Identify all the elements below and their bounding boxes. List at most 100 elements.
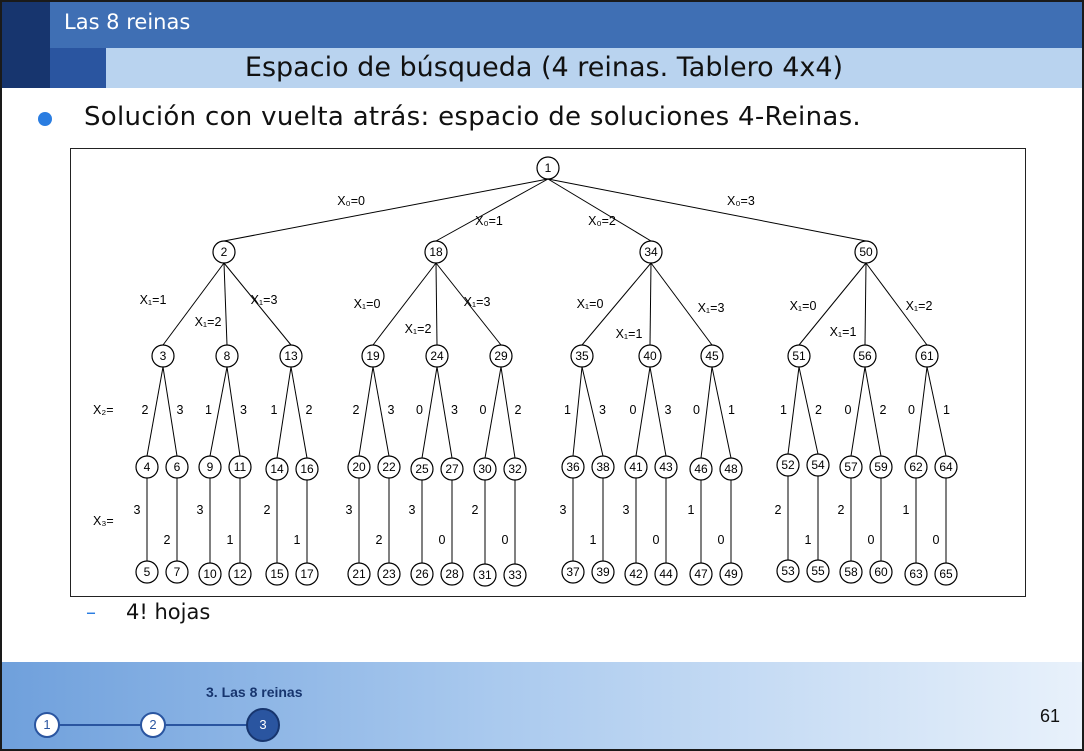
node-label: 58 bbox=[844, 565, 858, 579]
tree-edge bbox=[650, 262, 713, 346]
tree-node: 31 bbox=[473, 563, 497, 587]
node-circle bbox=[165, 455, 189, 479]
node-label: 63 bbox=[909, 567, 923, 581]
tree-node: 42 bbox=[624, 562, 648, 586]
edge-label: 0 bbox=[718, 533, 725, 547]
node-circle bbox=[536, 156, 560, 180]
tree-edge bbox=[864, 262, 867, 346]
node-circle bbox=[561, 455, 585, 479]
edge-label: X₁=1 bbox=[616, 327, 643, 341]
node-label: 34 bbox=[644, 245, 658, 259]
tree-node: 17 bbox=[295, 562, 319, 586]
node-circle bbox=[853, 344, 877, 368]
tree-node: 34 bbox=[639, 240, 663, 264]
node-circle bbox=[638, 344, 662, 368]
node-label: 61 bbox=[920, 349, 934, 363]
node-circle bbox=[839, 455, 863, 479]
edge-label: 0 bbox=[480, 403, 487, 417]
tree-edge bbox=[223, 178, 549, 242]
node-label: 19 bbox=[366, 349, 380, 363]
tree-node: 15 bbox=[265, 562, 289, 586]
tree-edge bbox=[372, 262, 437, 346]
step-2[interactable]: 2 bbox=[140, 712, 166, 738]
node-circle bbox=[410, 562, 434, 586]
node-circle bbox=[503, 563, 527, 587]
node-label: 24 bbox=[430, 349, 444, 363]
edge-label: 3 bbox=[409, 503, 416, 517]
tree-edge bbox=[358, 366, 374, 457]
tree-edge bbox=[798, 262, 867, 346]
node-circle bbox=[473, 457, 497, 481]
edge-label: 1 bbox=[943, 403, 950, 417]
tree-node: 59 bbox=[869, 455, 893, 479]
tree-edge bbox=[290, 366, 308, 459]
node-circle bbox=[347, 562, 371, 586]
node-label: 56 bbox=[858, 349, 872, 363]
edge-label: 2 bbox=[880, 403, 887, 417]
edge-label: X₂= bbox=[93, 403, 114, 417]
node-label: 37 bbox=[566, 565, 580, 579]
node-label: 2 bbox=[221, 245, 228, 259]
node-circle bbox=[934, 562, 958, 586]
edge-label: 0 bbox=[439, 533, 446, 547]
tree-node: 37 bbox=[561, 560, 585, 584]
tree-edge bbox=[209, 366, 228, 457]
tree-edge bbox=[223, 262, 292, 346]
tree-edge bbox=[865, 262, 928, 346]
tree-edge bbox=[162, 366, 178, 457]
tree-node: 2 bbox=[212, 240, 236, 264]
tree-node: 22 bbox=[377, 455, 401, 479]
node-label: 52 bbox=[781, 458, 795, 472]
edge-label: 0 bbox=[630, 403, 637, 417]
edge-label: X₁=3 bbox=[698, 301, 725, 315]
node-label: 22 bbox=[382, 460, 396, 474]
node-label: 57 bbox=[844, 460, 858, 474]
edge-label: 3 bbox=[451, 403, 458, 417]
edge-label: 1 bbox=[227, 533, 234, 547]
tree-node: 9 bbox=[198, 455, 222, 479]
tree-edge bbox=[649, 366, 667, 457]
tree-edge bbox=[484, 366, 502, 459]
node-label: 50 bbox=[859, 245, 873, 259]
edge-label: 2 bbox=[306, 403, 313, 417]
edge-label: 3 bbox=[560, 503, 567, 517]
edge-label: 1 bbox=[590, 533, 597, 547]
tree-node: 3 bbox=[151, 344, 175, 368]
edge-label: 2 bbox=[775, 503, 782, 517]
tree-edge bbox=[926, 366, 947, 457]
step-1[interactable]: 1 bbox=[34, 712, 60, 738]
node-circle bbox=[854, 240, 878, 264]
node-circle bbox=[719, 457, 743, 481]
page-number: 61 bbox=[1040, 706, 1061, 726]
node-circle bbox=[425, 344, 449, 368]
node-label: 8 bbox=[224, 349, 231, 363]
node-label: 16 bbox=[300, 462, 314, 476]
node-circle bbox=[440, 562, 464, 586]
node-label: 4 bbox=[144, 460, 151, 474]
tree-node: 61 bbox=[915, 344, 939, 368]
tree-edge bbox=[435, 262, 502, 346]
node-circle bbox=[787, 344, 811, 368]
edge-label: 1 bbox=[780, 403, 787, 417]
edge-label: X₁=0 bbox=[354, 297, 381, 311]
edge-label: 1 bbox=[805, 533, 812, 547]
tree-edge bbox=[581, 262, 652, 346]
node-circle bbox=[440, 457, 464, 481]
tree-node: 50 bbox=[854, 240, 878, 264]
node-label: 3 bbox=[160, 349, 167, 363]
node-label: 17 bbox=[300, 567, 314, 581]
tree-node: 38 bbox=[591, 455, 615, 479]
edge-label: X₀=2 bbox=[588, 214, 616, 228]
node-label: 1 bbox=[545, 161, 552, 175]
edge-label: 3 bbox=[177, 403, 184, 417]
node-label: 53 bbox=[781, 564, 795, 578]
step-3-current[interactable]: 3 bbox=[246, 708, 280, 742]
tree-node: 52 bbox=[776, 453, 800, 477]
tree-edge bbox=[226, 366, 241, 457]
edge-label: X₁=0 bbox=[790, 299, 817, 313]
tree-edge bbox=[711, 366, 732, 459]
node-label: 43 bbox=[659, 460, 673, 474]
tree-edge bbox=[850, 366, 866, 457]
node-label: 23 bbox=[382, 567, 396, 581]
tree-node: 4 bbox=[135, 455, 159, 479]
